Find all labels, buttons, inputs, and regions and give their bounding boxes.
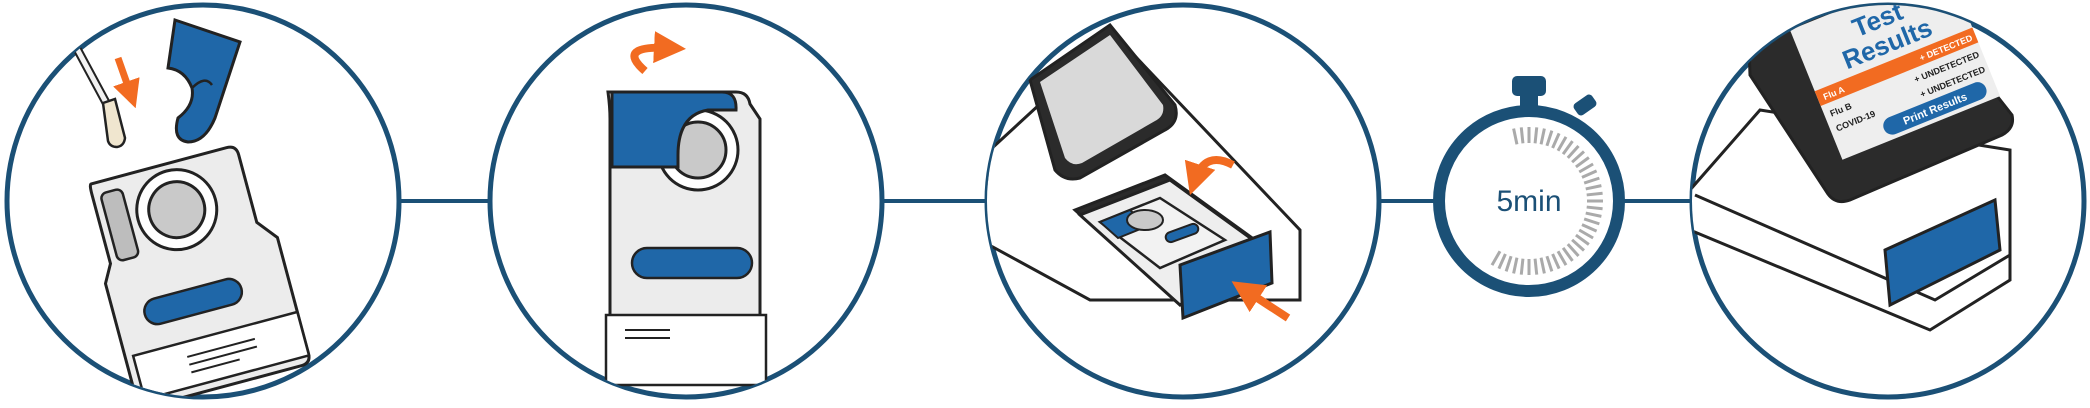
timer-tick — [1545, 255, 1554, 272]
timer-tick — [1561, 247, 1574, 262]
timer-tick — [1533, 127, 1539, 144]
drawer-front — [1178, 229, 1274, 321]
timer-tick — [1512, 257, 1519, 274]
timer-tick — [1497, 253, 1507, 270]
timer-tick — [1519, 127, 1525, 144]
results-screen: Test Results Flu A + DETECTED Flu B + UN… — [1790, 5, 2001, 160]
drawer-front — [1883, 197, 2002, 308]
timer-tick — [1545, 130, 1554, 147]
step-5-read-results: Test Results Flu A + DETECTED Flu B + UN… — [1689, 2, 2087, 400]
timer-tick — [1504, 255, 1513, 272]
timer-tick — [1551, 253, 1561, 270]
timer-tick — [1561, 140, 1574, 155]
cartridge-icon — [1097, 196, 1228, 270]
cap-icon — [610, 90, 738, 169]
timer-tick — [1539, 128, 1546, 145]
timer-tick — [1575, 233, 1590, 246]
step-2-close-cap — [487, 2, 885, 400]
result-window — [143, 277, 244, 326]
timer-tick — [1586, 205, 1603, 211]
timer-tick — [1539, 257, 1546, 274]
curved-arrow-icon — [1184, 156, 1235, 196]
timer-tick — [1581, 169, 1598, 179]
stopwatch-icon — [1433, 76, 1625, 297]
timer-tick — [1583, 176, 1600, 185]
timer-tick — [1581, 223, 1598, 233]
timer-tick — [1533, 258, 1539, 275]
timer-tick — [1556, 250, 1568, 266]
timer-label: 5min — [1496, 185, 1561, 218]
timer-tick — [1551, 132, 1561, 149]
rotate-arrow-icon — [630, 31, 686, 75]
timer-ticks — [1490, 127, 1603, 275]
step-1-insert-swab — [4, 2, 402, 400]
timer-tick — [1571, 150, 1585, 164]
timer-tick — [1585, 184, 1602, 191]
detected-highlight — [1814, 27, 1979, 107]
timer-tick — [1556, 136, 1568, 152]
timer-tick — [1519, 258, 1525, 275]
timer-tick — [1575, 156, 1590, 169]
print-results-button[interactable] — [1881, 79, 1990, 137]
result-window — [630, 246, 754, 280]
step-4-wait: 5min — [1433, 76, 1625, 297]
timer-tick — [1586, 191, 1603, 197]
swab-icon — [70, 40, 127, 149]
cartridge-icon — [604, 90, 768, 387]
timer-tick — [1566, 145, 1580, 159]
push-arrow-icon — [1231, 281, 1291, 322]
down-arrow-icon — [113, 56, 140, 109]
timer-tick — [1490, 250, 1502, 266]
timer-tick — [1585, 211, 1602, 218]
cartridge-icon — [88, 145, 311, 397]
timer-tick — [1578, 228, 1594, 240]
timer-tick — [1571, 238, 1585, 252]
timer-tick — [1583, 217, 1600, 226]
timer-tick — [1578, 162, 1594, 174]
timer-tick — [1566, 243, 1580, 257]
step-3-insert-cartridge — [984, 2, 1382, 400]
timer-tick — [1512, 128, 1519, 145]
